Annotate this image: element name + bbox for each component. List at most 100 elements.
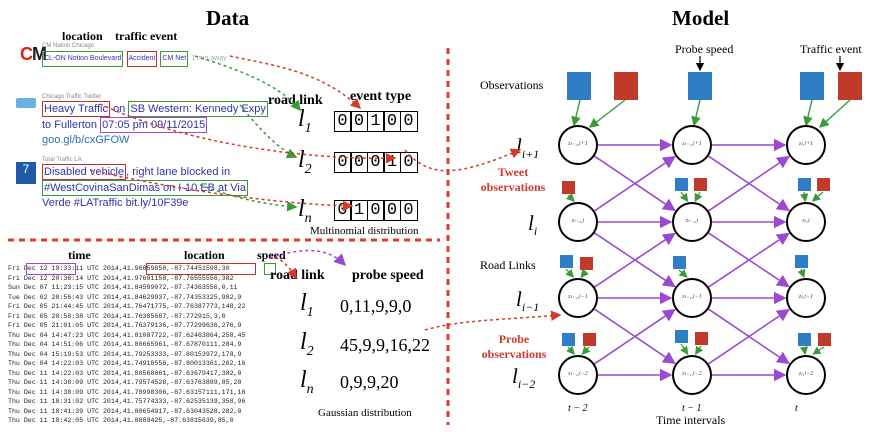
transition-edge [708, 308, 790, 365]
road-links-label: Road Links [480, 258, 536, 272]
tweet-segment: CL-ON Notion Boulevard [42, 51, 124, 67]
emission-edge [565, 268, 575, 278]
data-panel-title: Data [206, 6, 250, 30]
emission-edge [581, 345, 591, 355]
probe-log-line: Thu Dec 11 14:22:03 UTC 2014,41.80568061… [8, 369, 242, 377]
road-link-header: road link [268, 93, 323, 108]
transition-edge [594, 155, 676, 212]
transition-edge [708, 155, 790, 212]
transition-edge [594, 232, 676, 288]
emission-edge [797, 268, 806, 279]
link-letter: l [516, 287, 522, 311]
probe-observation-square [795, 255, 808, 268]
event-observation-box [614, 72, 638, 100]
probe-log-line: Fri Dec 05 21:01:05 UTC 2014,41.76379136… [8, 322, 242, 329]
probe-log-line: Thu Dec 11 14:38:09 UTC 2014,41.78998306… [8, 388, 246, 396]
tweet-source: Total Traffic LA [42, 157, 82, 163]
probe-observation-square [560, 255, 573, 268]
event-observation-square [818, 333, 831, 346]
tweet-2: Chicago Traffic Twitter Heavy Traffic on… [42, 93, 282, 147]
probe-log-line: Fri Dec 12 19:33:11 UTC 2014,41.96859858… [8, 265, 230, 272]
probe-log-line: Fri Dec 05 21:44:45 UTC 2014,41.76471775… [8, 303, 246, 310]
time-header: time [68, 248, 91, 262]
multinomial-caption: Multinomial distribution [310, 225, 419, 237]
probe-observations-label: Probe observations [481, 332, 547, 361]
latent-state-node: zₜ₋₁,i+1 [672, 125, 712, 165]
latent-state-node: zₜ₋₁,i−1 [672, 278, 712, 318]
emission-edge [588, 99, 626, 128]
model-row-label: li−2 [512, 364, 535, 392]
vector-cell: 0 [350, 152, 368, 173]
vector-cell: 0 [399, 152, 418, 173]
probe-observation-box [567, 72, 591, 100]
traffic-event-label: traffic event [115, 29, 178, 43]
emission-edge [694, 345, 704, 355]
tweet-segment: 07:05 pm 09/11/2015 [100, 117, 208, 133]
vector-cell: 0 [350, 111, 368, 132]
link-sub: 1 [306, 304, 314, 320]
link-letter: l [298, 196, 305, 222]
link-sub: i−2 [517, 377, 536, 392]
probe-observation-square [675, 330, 688, 343]
tweet-segment: goo.gl/b/cxGFOW [42, 134, 130, 146]
event-observation-square [694, 178, 707, 191]
vector-cell: 1 [366, 111, 385, 132]
probe-log-line: Sun Dec 07 11:23:15 UTC 2014,41.84599072… [8, 284, 238, 291]
transition-edge [708, 308, 790, 365]
transition-edge [594, 308, 676, 365]
link-sub: 2 [304, 161, 312, 177]
transition-edge [708, 155, 790, 212]
location-highlight-box [146, 263, 256, 275]
tweet-segment: SB Western: Kennedy Expy [128, 101, 268, 117]
link-sub: i−1 [521, 300, 540, 315]
tweet-segment: 1 min away [191, 55, 227, 62]
event-observation-box [838, 72, 862, 100]
emission-edge [679, 191, 689, 202]
probe-to-model-connector [424, 310, 562, 331]
location-label: location [62, 29, 103, 43]
tweet-segment: CM Net [160, 51, 189, 67]
link-letter: l [300, 367, 307, 393]
probe-speed-header: probe speed [352, 268, 424, 283]
probe-log-line: Tue Dec 02 20:56:43 UTC 2014,41.84629937… [8, 293, 242, 301]
latent-state-node: zₜ,i+1 [786, 125, 826, 165]
transition-edge [594, 232, 676, 288]
emission-edge [680, 343, 689, 356]
vector-cell: 0 [399, 200, 418, 221]
tweet-source: CM Nation Chicago [42, 43, 95, 49]
emission-edge [580, 268, 589, 278]
probe-speed-label: Probe speed [675, 42, 734, 56]
transition-edge [594, 155, 676, 212]
probe-speeds-l1: 0,11,9,9,0 [340, 296, 412, 316]
probe-log-line: Fri Dec 05 20:58:38 UTC 2014,41.76385667… [8, 312, 226, 320]
tweet-segment: Accident [126, 51, 158, 67]
traffic-event-label-model: Traffic event [800, 42, 862, 56]
tweet-source: Chicago Traffic Twitter [42, 94, 102, 100]
link-letter: l [512, 364, 518, 388]
probe-log-line: Thu Dec 04 14:47:23 UTC 2014,41.81087722… [8, 331, 246, 339]
latent-state-node: zₜ₋₂,i+1 [558, 125, 598, 165]
event-observation-square [695, 332, 708, 345]
gaussian-caption: Gaussian distribution [318, 407, 412, 419]
probe-link-ln: ln [300, 367, 314, 398]
probe-speeds-ln: 0,9,9,20 [340, 372, 399, 392]
vector-cell: 0 [333, 111, 352, 132]
time-label: t [795, 403, 798, 414]
probe-log-line: Thu Dec 11 18:42:05 UTC 2014,41.8089425,… [8, 417, 234, 424]
emission-edge [678, 269, 688, 278]
location-header: location [184, 248, 225, 262]
emission-edge [691, 99, 701, 127]
event-observation-square [580, 257, 593, 270]
latent-state-node: zₜ,i−1 [786, 278, 826, 318]
latent-state-node: zₜ₋₂,i [558, 202, 598, 242]
speed-header: speed [257, 248, 286, 262]
emission-edge [565, 192, 575, 202]
probe-link-l1: l1 [300, 290, 314, 321]
probe-log: Fri Dec 12 19:33:11 UTC 2014,41.96859858… [8, 264, 245, 426]
link-sub: n [306, 381, 314, 397]
vector-cell: 1 [350, 200, 368, 221]
tweet-segment: Heavy Traffic [42, 101, 110, 117]
link-letter: l [298, 106, 305, 132]
latent-state-node: zₜ,i [786, 202, 826, 242]
